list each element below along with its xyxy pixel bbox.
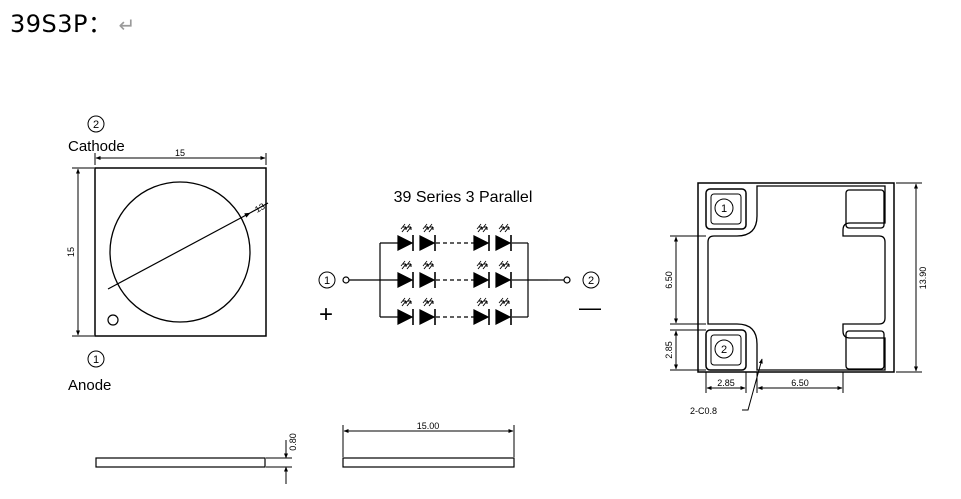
cathode-pin-number: 2 — [93, 119, 99, 131]
pad-v-dim: 2.85 — [664, 341, 674, 359]
terminal-left — [342, 276, 350, 284]
bottom-view-body — [697, 182, 895, 373]
side-view: 0.80 15.00 — [95, 421, 515, 484]
chamfer-label: 2-C0.8 — [690, 406, 717, 416]
led-symbol — [419, 223, 436, 251]
anode-pin-number: 1 — [93, 354, 99, 366]
sign-minus: — — [579, 295, 601, 320]
top-view: 2 Cathode 15 15 13 1 Anode — [66, 115, 269, 394]
diameter-dim: 13 — [253, 201, 267, 215]
pad-1-number: 1 — [721, 203, 727, 215]
top-height-dim: 15 — [66, 247, 76, 257]
circuit-pin-left-circle — [318, 271, 336, 289]
thickness-dim: 0.80 — [288, 433, 298, 451]
led-symbol — [495, 260, 512, 288]
circuit-diagram: 39 Series 3 Parallel 1 2 + — — [318, 189, 601, 328]
top-width-dim: 15 — [175, 148, 185, 158]
pad-3 — [845, 189, 885, 229]
return-mark: ↵ — [118, 13, 136, 37]
circuit-pin-left: 1 — [324, 275, 330, 287]
led-symbol — [397, 297, 414, 325]
bottom-height-dim: 13.90 — [918, 267, 928, 290]
pad-4 — [845, 330, 885, 370]
bottom-view: 1 2 13.90 6.50 2.85 2.85 6.50 — [664, 182, 928, 416]
led-rows — [380, 223, 528, 325]
pad-2-number: 2 — [721, 344, 727, 356]
side-profile-left — [95, 457, 266, 468]
center-h-dim: 6.50 — [791, 378, 809, 388]
led-row — [380, 223, 528, 251]
circuit-pin-right: 2 — [588, 275, 594, 287]
led-row — [380, 297, 528, 325]
led-symbol — [419, 260, 436, 288]
center-pad-contour — [707, 185, 886, 371]
side-profile-right — [342, 457, 515, 468]
led-symbol — [397, 223, 414, 251]
length-dim: 15.00 — [417, 421, 440, 431]
anode-label: Anode — [68, 377, 111, 394]
sign-plus: + — [319, 301, 333, 328]
pad-2-circle — [714, 339, 734, 359]
emitting-area-circle — [109, 181, 251, 323]
pad-2-outer — [705, 329, 747, 371]
pad-1-outer — [705, 188, 747, 230]
led-symbol — [419, 297, 436, 325]
led-row — [380, 260, 528, 288]
top-view-body — [94, 167, 267, 337]
polarity-mark — [107, 314, 119, 326]
led-symbol — [473, 223, 490, 251]
anode-pin-circle — [87, 350, 105, 368]
center-v-dim: 6.50 — [664, 271, 674, 289]
circuit-pin-right-circle — [582, 271, 600, 289]
terminal-right — [563, 276, 571, 284]
led-symbol — [495, 223, 512, 251]
pad-h-dim: 2.85 — [717, 378, 735, 388]
title-text: 39S3P： — [10, 10, 113, 38]
diameter-line — [107, 212, 251, 290]
cathode-pin-circle — [87, 115, 105, 133]
led-symbol — [473, 260, 490, 288]
pad-1-inner — [710, 193, 742, 225]
pad-2-inner — [710, 334, 742, 366]
led-symbol — [495, 297, 512, 325]
circuit-title: 39 Series 3 Parallel — [394, 189, 533, 206]
chamfer-leader — [742, 358, 763, 411]
led-symbol — [397, 260, 414, 288]
pad-1-circle — [714, 198, 734, 218]
led-symbol — [473, 297, 490, 325]
page-title: 39S3P：↵ — [10, 4, 136, 39]
cathode-label: Cathode — [68, 138, 125, 155]
